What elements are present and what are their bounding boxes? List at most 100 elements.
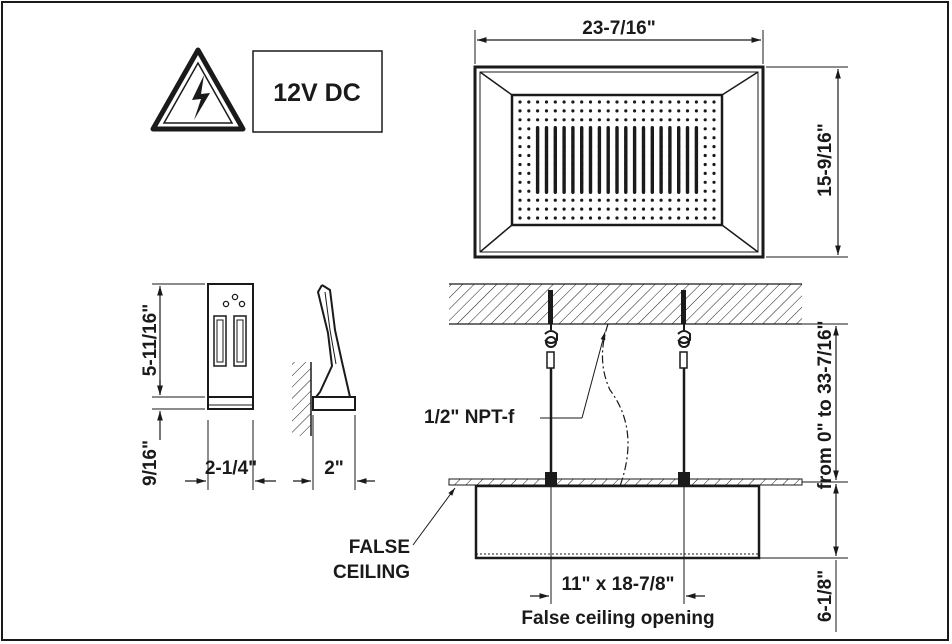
nozzle-dot bbox=[633, 118, 637, 122]
nozzle-dot bbox=[527, 162, 531, 167]
nozzle-dot bbox=[562, 198, 566, 202]
nozzle-dot bbox=[712, 100, 716, 104]
nozzle-dot bbox=[527, 216, 531, 220]
nozzle-dot bbox=[527, 153, 531, 158]
nozzle-dot bbox=[641, 198, 646, 202]
ceiling-slab bbox=[449, 284, 802, 324]
nozzle-dot bbox=[615, 207, 619, 211]
nozzle-dot bbox=[562, 109, 566, 113]
nozzle-dot bbox=[518, 171, 522, 175]
nozzle-dot bbox=[571, 109, 575, 113]
nozzle-dot bbox=[615, 216, 619, 220]
body-thickness-label: 6-1/8" bbox=[815, 570, 836, 622]
nozzle-dot bbox=[553, 109, 557, 113]
nozzle-dot bbox=[712, 216, 716, 220]
nozzle-dot bbox=[694, 198, 699, 202]
nozzle-dot bbox=[544, 109, 549, 113]
nozzle-dot bbox=[712, 109, 716, 113]
nozzle-dot bbox=[659, 216, 663, 220]
nozzle-dot bbox=[527, 109, 531, 113]
nozzle-dot bbox=[633, 207, 637, 211]
nozzle-dot bbox=[650, 216, 654, 220]
nozzle-dot bbox=[677, 198, 681, 202]
nozzle-dot bbox=[597, 118, 602, 122]
nozzle-dot bbox=[633, 216, 637, 220]
nozzle-dot bbox=[650, 118, 654, 122]
nozzle-dot bbox=[597, 207, 602, 211]
nozzle-bar bbox=[659, 126, 663, 194]
nozzle-dot bbox=[712, 198, 716, 202]
nozzle-dot bbox=[668, 216, 672, 220]
nozzle-dot bbox=[606, 118, 610, 122]
shower-head-top-view bbox=[473, 65, 765, 259]
nozzle-dot bbox=[624, 109, 628, 113]
nozzle-dot bbox=[712, 118, 716, 122]
nozzle-bar bbox=[544, 126, 549, 194]
nozzle-dot bbox=[518, 109, 522, 113]
nozzle-dot bbox=[703, 127, 707, 131]
nozzle-bar bbox=[632, 126, 637, 194]
nozzle-bar bbox=[668, 126, 672, 194]
nozzle-dot bbox=[615, 109, 619, 113]
nozzle-dot bbox=[703, 153, 707, 158]
nozzle-dot bbox=[544, 216, 549, 220]
nozzle-dot bbox=[659, 198, 663, 202]
shower-head-body bbox=[474, 484, 761, 560]
nozzle-dot bbox=[580, 118, 584, 122]
nozzle-dot bbox=[712, 136, 716, 140]
nozzle-dot bbox=[588, 207, 593, 211]
bracket-height-label: 5-11/16" bbox=[140, 304, 161, 376]
nozzle-bar bbox=[606, 126, 610, 194]
nozzle-dot bbox=[588, 216, 593, 220]
voltage-label: 12V DC bbox=[273, 79, 361, 107]
nozzle-dot bbox=[527, 171, 531, 175]
nozzle-dot bbox=[624, 118, 628, 122]
nozzle-dot bbox=[606, 100, 610, 104]
nozzle-dot bbox=[544, 100, 549, 104]
nozzle-dot bbox=[615, 118, 619, 122]
bracket-depth-label: 2" bbox=[324, 458, 344, 479]
nozzle-dot bbox=[668, 118, 672, 122]
nozzle-dot bbox=[544, 118, 549, 122]
nozzle-dot bbox=[624, 198, 628, 202]
top-depth-label: 15-9/16" bbox=[815, 123, 836, 196]
nozzle-dot bbox=[641, 207, 646, 211]
nozzle-dot bbox=[694, 109, 699, 113]
nozzle-dot bbox=[536, 100, 540, 104]
nozzle-bar bbox=[615, 126, 619, 194]
nozzle-dot bbox=[712, 153, 716, 158]
bracket-front-view bbox=[207, 283, 254, 410]
nozzle-bar bbox=[571, 126, 575, 194]
nozzle-dot bbox=[580, 198, 584, 202]
nozzle-dot bbox=[588, 118, 593, 122]
nozzle-dot bbox=[633, 100, 637, 104]
nozzle-bar bbox=[588, 126, 593, 194]
nozzle-dot bbox=[527, 180, 531, 184]
nozzle-dot bbox=[685, 100, 690, 104]
nozzle-dot bbox=[633, 198, 637, 202]
nozzle-bar bbox=[650, 126, 654, 194]
nozzle-dot bbox=[633, 109, 637, 113]
nozzle-dot bbox=[712, 145, 716, 149]
nozzle-dot bbox=[518, 127, 522, 131]
nozzle-dot bbox=[668, 207, 672, 211]
nozzle-dot bbox=[571, 207, 575, 211]
nozzle-dot bbox=[544, 198, 549, 202]
nozzle-dot bbox=[518, 189, 522, 193]
nozzle-dot bbox=[606, 216, 610, 220]
nozzle-dot bbox=[518, 118, 522, 122]
nozzle-dot bbox=[527, 118, 531, 122]
nozzle-dot bbox=[650, 109, 654, 113]
nozzle-dot bbox=[580, 216, 584, 220]
nozzle-dot bbox=[527, 127, 531, 131]
nozzle-dot bbox=[659, 118, 663, 122]
nozzle-dot bbox=[518, 162, 522, 167]
nozzle-dot bbox=[694, 216, 699, 220]
nozzle-dot bbox=[694, 100, 699, 104]
nozzle-dot bbox=[527, 207, 531, 211]
nozzle-dot bbox=[659, 100, 663, 104]
nozzle-dot bbox=[712, 180, 716, 184]
nozzle-dot bbox=[527, 100, 531, 104]
nozzle-dot bbox=[562, 118, 566, 122]
